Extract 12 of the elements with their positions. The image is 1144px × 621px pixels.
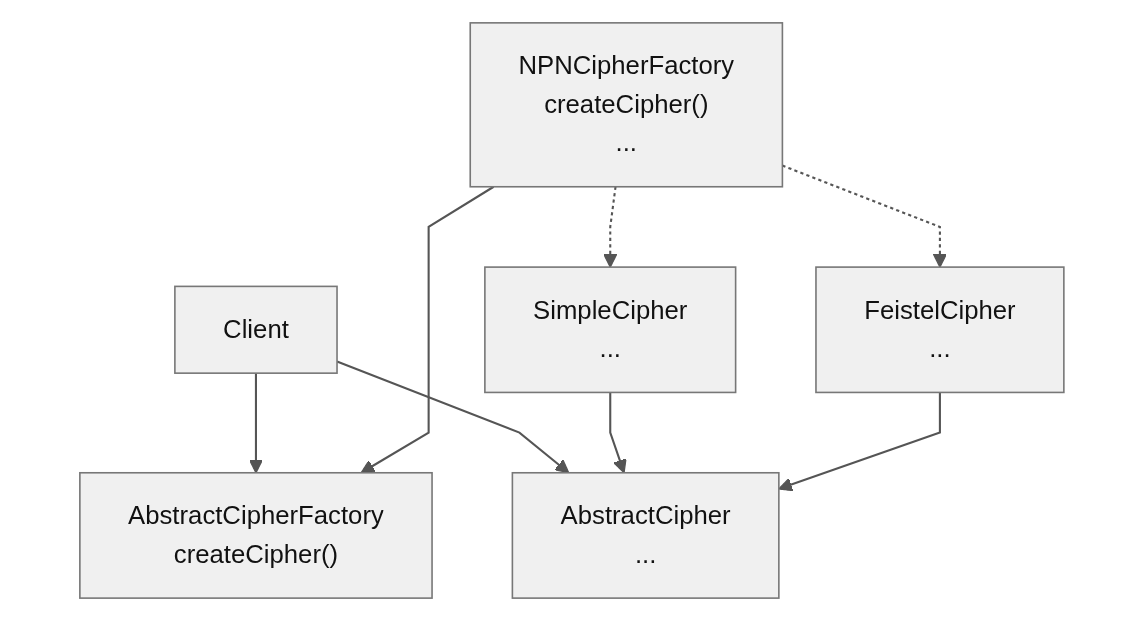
node-box: AbstractCipher ...	[511, 472, 780, 599]
arrow	[249, 373, 264, 474]
arrow	[609, 392, 627, 474]
arrow	[360, 185, 495, 474]
node-box: AbstractCipherFactory createCipher()	[79, 472, 433, 599]
node-box: SimpleCipher ...	[484, 266, 737, 394]
arrow	[603, 186, 618, 268]
arrow	[782, 164, 948, 268]
node-box: Client	[174, 285, 338, 374]
arrow	[778, 392, 942, 492]
node-box: NPNCipherFactory createCipher() ...	[469, 22, 784, 188]
node-box: FeistelCipher ...	[815, 266, 1065, 394]
